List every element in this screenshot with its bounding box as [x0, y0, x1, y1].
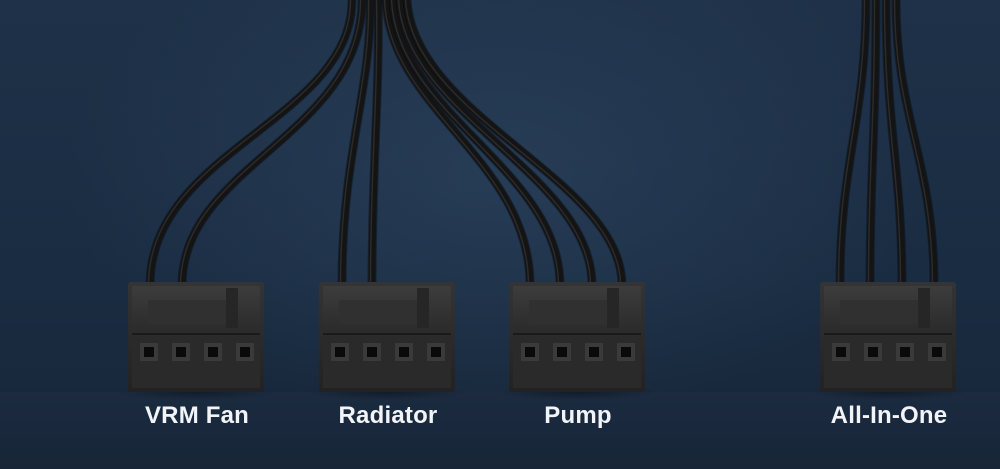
fan-connector-pump	[497, 282, 657, 400]
cable-highlight	[339, 0, 370, 286]
cable-highlight	[383, 0, 530, 286]
label-radiator: Radiator	[338, 402, 438, 429]
cable-highlight	[369, 0, 378, 286]
cable-highlight	[893, 0, 934, 286]
connector-latch	[148, 300, 226, 324]
connector-group	[116, 282, 968, 400]
pin-hole	[399, 347, 409, 357]
cable-wire	[403, 0, 626, 289]
connector-latch	[339, 300, 417, 324]
cable-highlight	[867, 0, 876, 286]
cable-highlight	[179, 0, 362, 286]
cable-highlight	[147, 0, 352, 286]
pin-hole	[367, 347, 377, 357]
label-pump: Pump	[544, 402, 612, 429]
cable-shadow	[177, 0, 367, 290]
cable-wire	[396, 0, 596, 289]
cable-highlight	[404, 0, 622, 286]
pin-hole	[621, 347, 631, 357]
pin-hole	[589, 347, 599, 357]
cable-wire	[146, 0, 356, 289]
connector-latch-post	[417, 288, 429, 328]
label-all-in-one: All-In-One	[830, 402, 948, 429]
pin-hole	[557, 347, 567, 357]
cable-wire	[368, 0, 382, 289]
connector-latch-post	[607, 288, 619, 328]
cable-highlight	[390, 0, 560, 286]
pin-hole	[900, 347, 910, 357]
pin-hole	[836, 347, 846, 357]
pin-hole	[208, 347, 218, 357]
pin-hole	[431, 347, 441, 357]
fan-connector-radiator	[307, 282, 467, 400]
cable-highlight	[397, 0, 592, 286]
fan-connector-all-in-one	[808, 282, 968, 400]
cable-wire	[892, 0, 938, 289]
connector-latch-post	[226, 288, 238, 328]
connector-latch	[529, 300, 607, 324]
fan-connector-vrm-fan	[116, 282, 276, 400]
pin-hole	[932, 347, 942, 357]
connector-latch	[840, 300, 918, 324]
label-vrm-fan: VRM Fan	[144, 402, 250, 429]
pin-hole	[240, 347, 250, 357]
cable-shadow	[145, 0, 357, 290]
pin-hole	[176, 347, 186, 357]
cable-highlight	[883, 0, 902, 286]
cable-wire	[866, 0, 880, 289]
cable-wire	[382, 0, 534, 289]
pin-hole	[335, 347, 345, 357]
cable-bundle	[145, 0, 939, 290]
cable-wire	[389, 0, 564, 289]
pin-hole	[525, 347, 535, 357]
cable-highlight	[837, 0, 866, 286]
cable-wire	[338, 0, 374, 289]
cable-wire	[836, 0, 870, 289]
pin-hole	[868, 347, 878, 357]
cable-wire	[882, 0, 906, 289]
cable-wire	[178, 0, 366, 289]
pin-hole	[144, 347, 154, 357]
floor-surface	[0, 392, 1000, 469]
connector-latch-post	[918, 288, 930, 328]
